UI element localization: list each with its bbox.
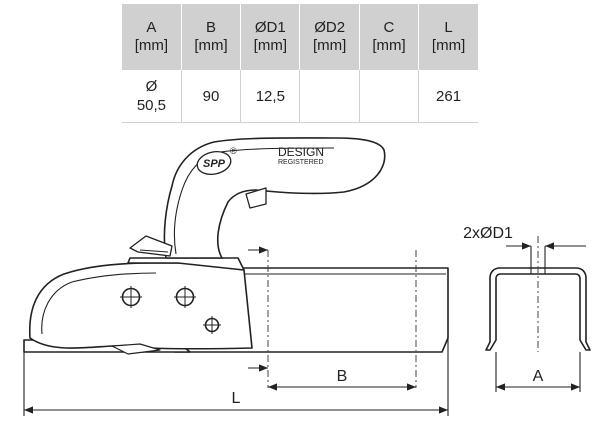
handle-housing: [127, 257, 245, 271]
hole-locator-arrows: [248, 246, 268, 372]
handle-lever: [163, 137, 386, 259]
specification-table: A [mm] B [mm] ØD1 [mm] ØD2 [mm] C [mm] L…: [122, 4, 478, 123]
table-row: Ø 50,5 90 12,5 261: [122, 70, 478, 123]
header-d1: ØD1 [mm]: [240, 4, 300, 70]
coupling-side-view: [23, 137, 449, 355]
header-c-unit: [mm]: [372, 37, 406, 54]
body-inner-contour: [41, 272, 157, 335]
body-lower-lip: [111, 343, 161, 355]
cell-a-value: 50,5: [136, 97, 167, 114]
fixing-hole-3: [203, 316, 221, 334]
header-b-label: B: [205, 19, 216, 36]
header-l-label: L: [444, 19, 453, 36]
hole-centerlines: [267, 250, 417, 388]
cell-c: [358, 70, 419, 123]
spp-logo: SPP: [196, 151, 232, 175]
dimension-a: [495, 352, 581, 392]
header-d1-unit: [mm]: [253, 37, 287, 54]
design-label: DESIGN: [278, 145, 324, 159]
dim-a-label: A: [533, 368, 544, 385]
table-header-row: A [mm] B [mm] ØD1 [mm] ØD2 [mm] C [mm] L…: [122, 4, 478, 70]
logo-text: SPP: [203, 158, 226, 170]
registered-label: REGISTERED: [278, 159, 324, 166]
safety-lever: [129, 235, 173, 257]
channel-cross-section: [485, 267, 591, 351]
header-b-unit: [mm]: [194, 37, 228, 54]
dim-l-label: L: [232, 390, 241, 407]
header-c-label: C: [383, 19, 395, 36]
header-l-unit: [mm]: [431, 37, 466, 54]
header-d2: ØD2 [mm]: [299, 4, 360, 70]
dim-d1-label: 2xØD1: [463, 225, 513, 242]
channel-profile: [485, 267, 591, 351]
header-l: L [mm]: [418, 4, 478, 70]
dimension-l: [23, 336, 449, 416]
header-a-label: A: [146, 19, 157, 36]
cell-l: 261: [418, 70, 478, 123]
header-d2-unit: [mm]: [312, 37, 347, 54]
dim-b-label: B: [337, 368, 348, 385]
header-d2-label: ØD2: [314, 19, 346, 36]
cell-d2: [299, 70, 360, 123]
fixing-hole-2: [174, 286, 196, 308]
header-a-unit: [mm]: [134, 37, 169, 54]
handle-tab: [245, 187, 267, 209]
header-c: C [mm]: [358, 4, 419, 70]
header-a: A [mm]: [122, 4, 182, 70]
header-b: B [mm]: [180, 4, 241, 70]
fixing-hole-1: [120, 286, 142, 308]
registered-mark: ®: [230, 146, 237, 156]
cell-d1: 12,5: [240, 70, 300, 123]
cell-a: Ø 50,5: [122, 70, 181, 123]
safety-lever-line: [139, 249, 169, 253]
coupling-body: [28, 262, 253, 350]
dim-d1-hole: [506, 242, 586, 274]
diameter-symbol: Ø: [145, 78, 158, 95]
cell-b: 90: [180, 70, 241, 123]
header-d1-label: ØD1: [254, 19, 286, 36]
